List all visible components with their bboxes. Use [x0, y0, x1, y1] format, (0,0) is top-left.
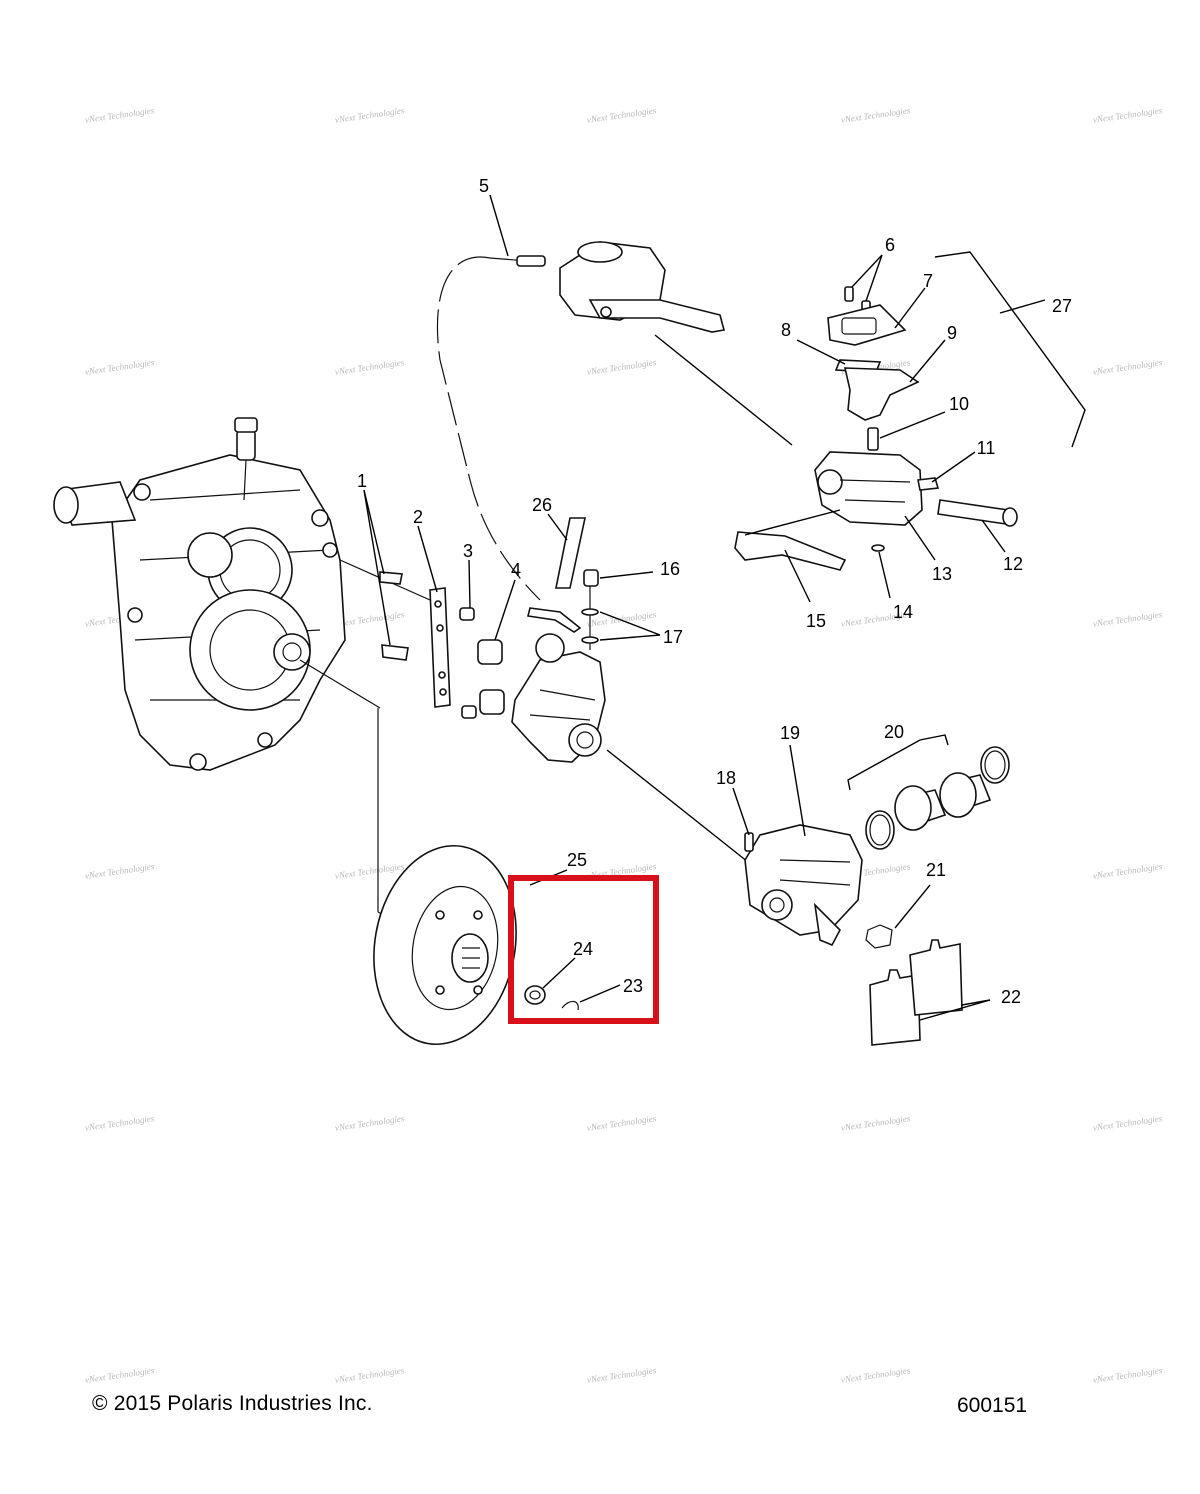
strap-26 [547, 513, 586, 589]
watermark-text: vNext Technologies [84, 357, 155, 377]
washers-17 [581, 608, 661, 644]
watermark-text: vNext Technologies [840, 105, 911, 125]
brake-lever-15 [734, 509, 847, 603]
caliper-19 [744, 744, 863, 947]
seal-14 [871, 544, 891, 599]
gearcase-assembly [53, 417, 346, 771]
callout-12: 12 [1003, 554, 1023, 574]
callout-1: 1 [357, 471, 367, 491]
callout-19: 19 [780, 723, 800, 743]
callout-2: 2 [413, 507, 423, 527]
watermark-text: vNext Technologies [1092, 1113, 1163, 1133]
watermark-text: vNext Technologies [586, 357, 657, 377]
callout-23: 23 [623, 976, 643, 996]
watermark-text: vNext Technologies [334, 357, 405, 377]
watermark-text: vNext Technologies [840, 1365, 911, 1385]
bushings-4 [477, 579, 516, 715]
watermark-text: vNext Technologies [1092, 609, 1163, 629]
callout-10: 10 [949, 394, 969, 414]
watermark-text: vNext Technologies [1092, 357, 1163, 377]
bolt-set-1 [363, 489, 409, 661]
watermark-text: vNext Technologies [586, 1113, 657, 1133]
callout-13: 13 [932, 564, 952, 584]
callout-4: 4 [511, 560, 521, 580]
watermark-text: vNext Technologies [586, 1365, 657, 1385]
bleeder-18 [732, 787, 754, 852]
watermark-text: vNext Technologies [334, 609, 405, 629]
callout-14: 14 [893, 602, 913, 622]
brake-hose-5 [436, 194, 546, 601]
watermark-text: vNext Technologies [1092, 105, 1163, 125]
highlight-box [508, 875, 659, 1024]
callout-20: 20 [884, 722, 904, 742]
bracket-8 [796, 339, 882, 373]
caliper-bracket [511, 633, 749, 863]
callout-8: 8 [781, 320, 791, 340]
watermark-text: vNext Technologies [840, 1113, 911, 1133]
callout-27: 27 [1052, 296, 1072, 316]
watermark-text: vNext Technologies [334, 105, 405, 125]
reservoir-cover-7 [827, 287, 926, 346]
watermark-text: vNext Technologies [586, 105, 657, 125]
callout-7: 7 [923, 271, 933, 291]
watermark-text: vNext Technologies [1092, 861, 1163, 881]
callout-6: 6 [885, 235, 895, 255]
callout-24: 24 [573, 939, 593, 959]
copyright-notice: © 2015 Polaris Industries Inc. [92, 1392, 373, 1415]
brake-pads-22 [869, 939, 991, 1046]
diagram-number: 600151 [957, 1394, 1028, 1417]
callout-5: 5 [479, 176, 489, 196]
watermark-text: vNext Technologies [84, 105, 155, 125]
callout-15: 15 [806, 611, 826, 631]
watermark-text: vNext Technologies [84, 1365, 155, 1385]
brake-rotor-25 [373, 844, 568, 1046]
lever-clamp-9 [843, 339, 946, 421]
washer-24 [524, 957, 576, 1005]
watermark-text: vNext Technologies [334, 861, 405, 881]
callout-21: 21 [926, 860, 946, 880]
brake-line-fitting [527, 607, 582, 633]
watermark-text: vNext Technologies [334, 1113, 405, 1133]
callout-17: 17 [663, 627, 683, 647]
callout-25: 25 [567, 850, 587, 870]
circlip-23 [561, 984, 621, 1011]
group-bracket-27 [934, 251, 1086, 448]
watermark-text: vNext Technologies [84, 861, 155, 881]
pivot-pin-10 [867, 411, 946, 451]
switch-11 [917, 451, 976, 491]
callout-22: 22 [1001, 987, 1021, 1007]
master-cylinder-upper [559, 241, 793, 446]
watermark-text: vNext Technologies [1092, 1365, 1163, 1385]
callout-3: 3 [463, 541, 473, 561]
mounting-plate-2 [417, 525, 451, 708]
watermark-text: vNext Technologies [334, 1365, 405, 1385]
leader-13 [904, 515, 936, 561]
callout-16: 16 [660, 559, 680, 579]
nuts-3 [459, 559, 477, 719]
spring-clip-21 [865, 884, 931, 949]
piston-12 [937, 499, 1018, 553]
callout-18: 18 [716, 768, 736, 788]
callout-11: 11 [977, 438, 996, 458]
callout-26: 26 [532, 495, 552, 515]
pistons-20 [847, 734, 1010, 850]
callout-9: 9 [947, 323, 957, 343]
master-cylinder-body [814, 451, 923, 526]
watermark-text: vNext Technologies [84, 1113, 155, 1133]
banjo-bolt-16 [583, 569, 654, 650]
